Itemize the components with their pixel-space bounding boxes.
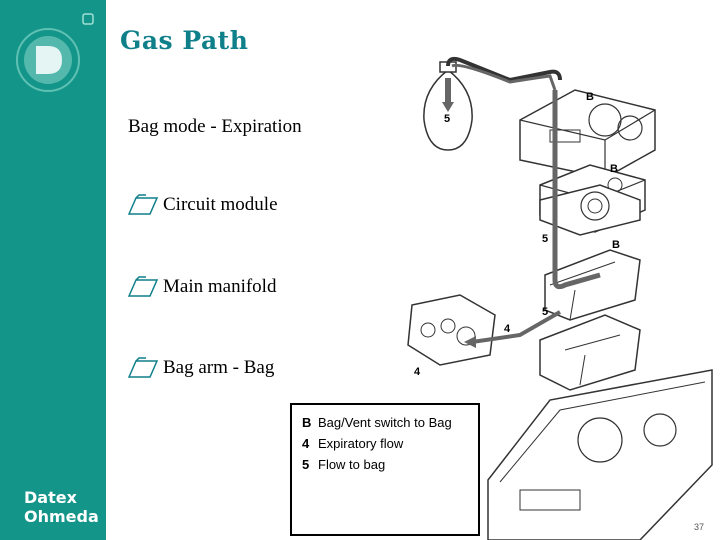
legend-row: B Bag/Vent switch to Bag bbox=[302, 415, 452, 430]
legend-key: B bbox=[302, 415, 312, 430]
folder-bullet-icon bbox=[127, 194, 159, 215]
flow-arrowhead bbox=[442, 102, 454, 112]
label-4: 4 bbox=[504, 323, 511, 335]
flow-arrow-5 bbox=[552, 90, 601, 290]
page-title: Gas Path bbox=[120, 26, 249, 55]
bullet-item: Circuit module bbox=[126, 194, 278, 216]
label-5: 5 bbox=[542, 306, 548, 318]
brand-name: Datex Ohmeda bbox=[24, 488, 99, 526]
label-4: 4 bbox=[414, 366, 421, 378]
label-b: B bbox=[586, 91, 594, 103]
label-b: B bbox=[612, 239, 620, 251]
gas-path-diagram: 5 B B 5 B 5 4 4 bbox=[407, 56, 713, 540]
page-number: 37 bbox=[694, 522, 705, 532]
circuit-module: B bbox=[519, 89, 656, 179]
bullet-text: Circuit module bbox=[163, 194, 278, 215]
label-b: B bbox=[610, 163, 618, 175]
label-5: 5 bbox=[542, 233, 548, 245]
legend-text: Bag/Vent switch to Bag bbox=[318, 415, 452, 430]
legend-text: Expiratory flow bbox=[318, 436, 404, 451]
brand-line-2: Ohmeda bbox=[24, 507, 99, 526]
flow-arrowhead bbox=[464, 336, 476, 348]
base-tray bbox=[487, 369, 713, 540]
folder-bullet-icon bbox=[127, 357, 159, 378]
valve-plate bbox=[539, 184, 641, 236]
legend-box: B Bag/Vent switch to Bag 4 Expiratory fl… bbox=[290, 403, 480, 536]
flow-sensor-housing bbox=[539, 314, 641, 391]
brand-line-1: Datex bbox=[24, 488, 77, 507]
bag-hose bbox=[446, 56, 562, 83]
flow-arrow-4 bbox=[471, 310, 561, 344]
sidebar: Datex Ohmeda bbox=[0, 0, 106, 540]
bullet-item: Bag arm - Bag bbox=[126, 357, 274, 379]
bullet-text: Bag arm - Bag bbox=[163, 357, 275, 378]
bullet-item: Main manifold bbox=[126, 276, 276, 298]
legend-key: 5 bbox=[302, 457, 310, 472]
main-manifold: B 5 bbox=[542, 239, 641, 321]
bullet-text: Main manifold bbox=[163, 276, 277, 297]
datex-ohmeda-logo bbox=[16, 13, 94, 92]
label-5: 5 bbox=[444, 113, 450, 125]
bag-hose-flow bbox=[451, 63, 557, 91]
legend-text: Flow to bag bbox=[318, 457, 386, 472]
folder-bullet-icon bbox=[127, 276, 159, 297]
legend-row: 5 Flow to bag bbox=[302, 457, 385, 472]
legend-row: 4 Expiratory flow bbox=[302, 436, 403, 451]
legend-key: 4 bbox=[302, 436, 310, 451]
page-subtitle: Bag mode - Expiration bbox=[128, 116, 302, 137]
bag-arm-port bbox=[407, 294, 496, 366]
